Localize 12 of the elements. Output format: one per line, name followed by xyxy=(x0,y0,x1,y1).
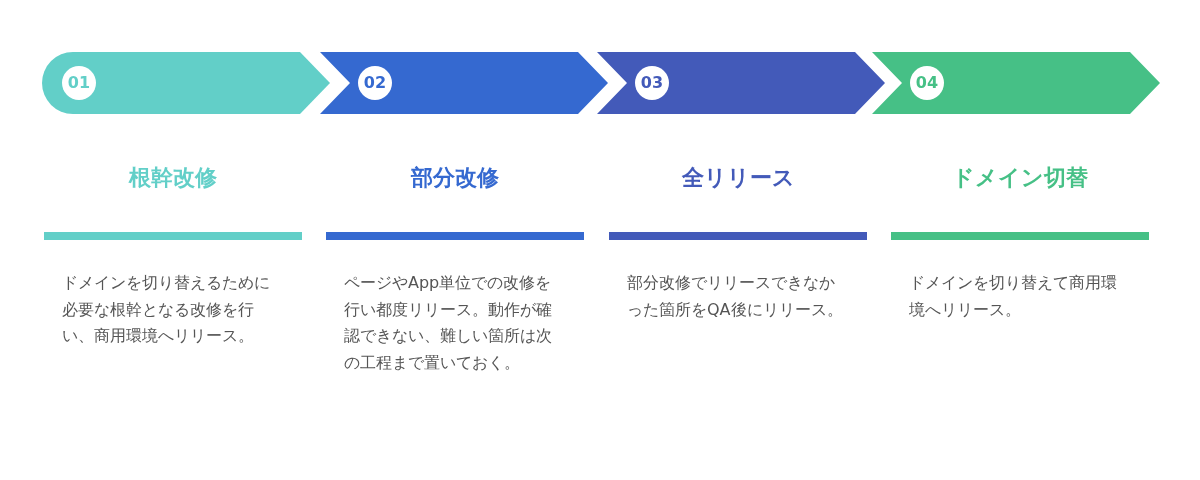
step-description: ドメインを切り替えて商用環境へリリース。 xyxy=(909,272,1118,321)
step-heading: 全リリース xyxy=(680,164,796,192)
step-heading: ドメイン切替 xyxy=(951,164,1089,192)
chevron-step xyxy=(872,52,1160,114)
step-heading: 部分改修 xyxy=(409,164,500,192)
chevron-step xyxy=(597,52,885,114)
step-description: 部分改修でリリースできなかった箇所をQA後にリリース。 xyxy=(627,272,843,321)
step-description: ドメインを切り替えるために必要な根幹となる改修を行い、商用環境へリリース。 xyxy=(62,272,271,347)
chevron-step xyxy=(320,52,608,114)
step-heading: 根幹改修 xyxy=(127,164,218,192)
step-description: ページやApp単位での改修を行い都度リリース。動作が確認できない、難しい箇所は次の工程まで置いておく。 xyxy=(344,272,553,374)
chevron-step xyxy=(42,52,330,114)
